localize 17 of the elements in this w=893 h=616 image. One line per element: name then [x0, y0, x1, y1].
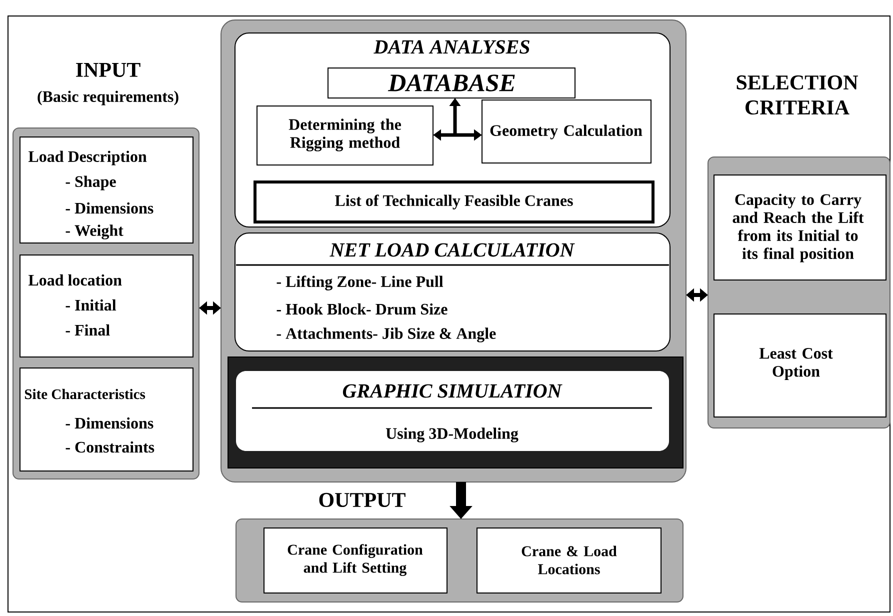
criterion-box: Least Cost Option [714, 314, 887, 418]
requirement-box: Load location - Initial - Final [20, 254, 194, 358]
output-box: Crane & Load Locations [476, 528, 662, 594]
result-box: List of Technically Feasible Cranes [254, 180, 654, 224]
node-label: INPUT [76, 63, 140, 77]
criterion-box: Capacity to Carry and Reach the Lift from its Initial to its final position [714, 174, 887, 280]
node-label: (Basic requirements) [38, 90, 178, 106]
requirement-box: Site Characteristics - Dimensions - Constraints [20, 368, 194, 472]
simulation-section: GRAPHIC SIMULATION Using 3D-Modeling [228, 356, 684, 468]
output-box: Crane Configuration and Lift Setting [264, 528, 448, 594]
node-label: OUTPUT [319, 492, 406, 508]
database-box: DATABASE [328, 68, 576, 98]
process-box: Geometry Calculation [482, 100, 652, 164]
calculation-section: NET LOAD CALCULATION - Lifting Zone- Line Pull - Hook Block- Drum Size - Attachments- Jib Size & Angle [234, 232, 670, 352]
requirement-box: Load Description - Shape - Dimensions - Weight [20, 136, 194, 244]
process-box: Determining the Rigging method [256, 106, 434, 166]
node-label: SELECTION CRITERIA [736, 75, 858, 115]
